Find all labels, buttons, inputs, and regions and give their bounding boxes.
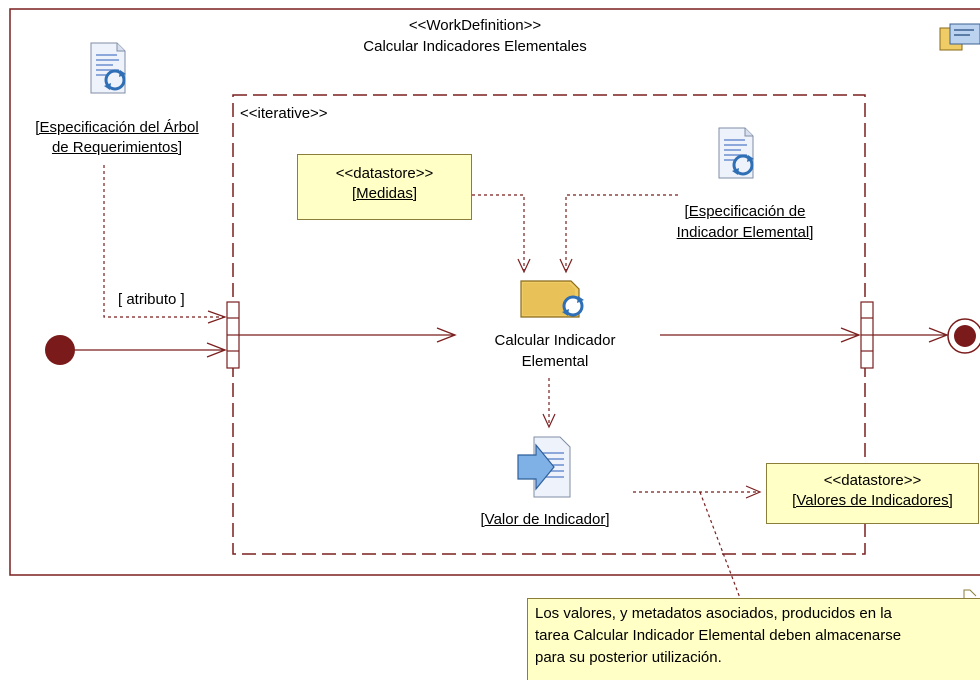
object-flow-arrowheads — [207, 258, 762, 499]
artifact-valor-label[interactable]: [Valor de Indicador] — [480, 511, 610, 528]
guard-label: [ atributo ] — [118, 291, 185, 308]
workdefinition-frame — [9, 8, 980, 576]
datastore-valores-name: [Valores de Indicadores] — [792, 492, 953, 509]
initial-node — [45, 335, 75, 365]
control-flows — [75, 327, 949, 358]
datastore-medidas-name: [Medidas] — [351, 185, 418, 202]
artifact-arbol-label-2[interactable]: de Requerimientos] — [51, 139, 183, 156]
object-flows — [103, 165, 758, 599]
task-icon — [520, 280, 584, 318]
datastore-valores[interactable]: <<datastore>> [Valores de Indicadores] — [766, 463, 979, 524]
datastore-valores-stereotype: <<datastore>> — [823, 472, 922, 489]
task-label-2[interactable]: Elemental — [521, 353, 589, 370]
output-pin — [860, 301, 874, 369]
comment-line-3: para su posterior utilización. — [535, 649, 722, 666]
document-cycle-icon — [89, 41, 128, 95]
artifact-indicador-label-1[interactable]: [Especificación de — [684, 203, 806, 220]
datastore-medidas-stereotype: <<datastore>> — [335, 165, 434, 182]
datastore-medidas[interactable]: <<datastore>> [Medidas] — [297, 154, 472, 220]
comment-line-1: Los valores, y metadatos asociados, prod… — [535, 605, 892, 622]
iterative-label: <<iterative>> — [240, 105, 328, 122]
comment-line-2: tarea Calcular Indicador Elemental deben… — [535, 627, 902, 644]
work-definition-icon — [939, 23, 980, 51]
artifact-indicador-label-2[interactable]: Indicador Elemental] — [676, 224, 814, 241]
note-corner-icon — [963, 589, 977, 598]
document-cycle-icon — [717, 126, 756, 180]
task-label-1[interactable]: Calcular Indicador — [494, 332, 616, 349]
diagram-title: Calcular Indicadores Elementales — [363, 38, 587, 55]
workdefinition-stereotype: <<WorkDefinition>> — [408, 17, 542, 34]
comment-note[interactable]: Los valores, y metadatos asociados, prod… — [527, 598, 980, 680]
artifact-arbol-label-1[interactable]: [Especificación del Árbol — [35, 119, 199, 136]
final-node — [947, 318, 980, 354]
output-artifact-icon — [517, 436, 571, 498]
input-pin — [226, 301, 240, 369]
